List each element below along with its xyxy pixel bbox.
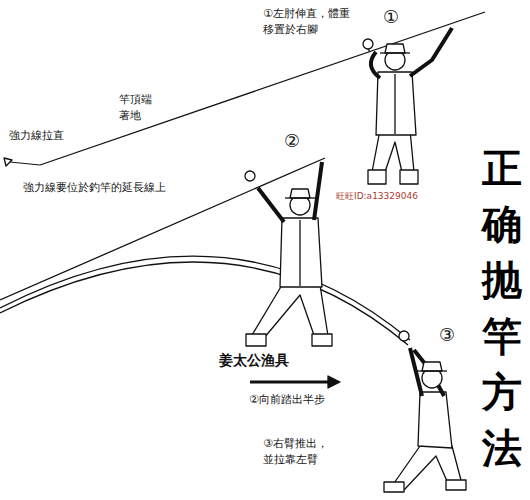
fishing-line: [10, 162, 40, 165]
watermark: 旺旺ID:a13329046: [335, 190, 419, 203]
part-note: 強力線要位於釣竿的延長線上: [22, 180, 167, 196]
step-note: ①左肘伸直，體重 移置於右腳: [262, 6, 364, 38]
callout-number: ③: [438, 322, 456, 348]
angler-figure: [245, 162, 332, 346]
watermark: 姜太公渔具: [218, 350, 290, 370]
arrow-head: [328, 376, 340, 388]
callout-number: ②: [283, 128, 301, 154]
angler-figure: [384, 331, 466, 492]
lure: [4, 158, 12, 166]
bent-rod: [0, 256, 410, 340]
step-note: ③右臂推出， 並拉靠左臂: [262, 436, 344, 468]
rod: [0, 158, 325, 300]
step-note: ②向前踏出半步: [248, 392, 326, 408]
part-note: 竿頂端 著地: [118, 92, 158, 124]
callout-number: ①: [382, 4, 400, 30]
title: 正确抛竿方法: [482, 140, 522, 476]
angler-figure: [363, 28, 452, 184]
bent-rod: [0, 262, 408, 345]
part-note: 強力線拉直: [8, 128, 65, 144]
step-arrow: [250, 381, 328, 384]
